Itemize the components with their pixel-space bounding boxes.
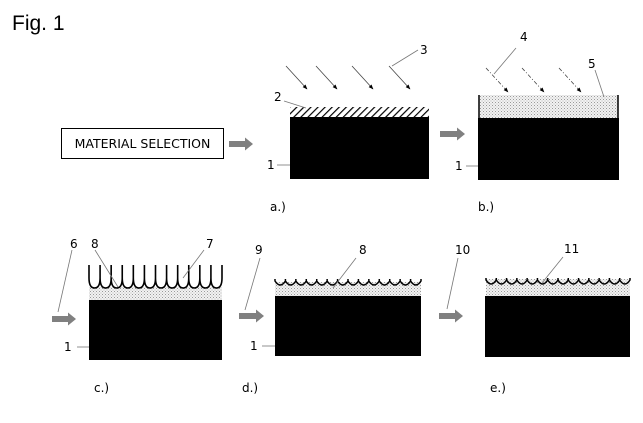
substrate bbox=[290, 117, 429, 179]
process-arrow-e bbox=[439, 309, 463, 323]
radiation-arrows-dashed bbox=[485, 67, 582, 93]
label-1: 1 bbox=[64, 340, 72, 354]
label-8: 8 bbox=[91, 237, 99, 251]
figure-title: Fig. 1 bbox=[12, 12, 65, 35]
panel-e: 10 11 e.) bbox=[446, 242, 631, 395]
panel-c: 6 8 7 1 c.) bbox=[57, 237, 223, 395]
substrate bbox=[89, 300, 222, 360]
process-arrow-c bbox=[52, 312, 76, 326]
label-6: 6 bbox=[70, 237, 78, 251]
panel-d: 9 8 1 d.) bbox=[242, 243, 422, 395]
spike-outline bbox=[88, 265, 223, 289]
material-selection-box: MATERIAL SELECTION bbox=[61, 128, 224, 159]
substrate bbox=[275, 296, 421, 356]
panel-a: 3 2 1 a.) bbox=[267, 43, 429, 214]
caption-e: e.) bbox=[490, 381, 506, 395]
modified-layer bbox=[479, 95, 618, 118]
label-5: 5 bbox=[588, 57, 596, 71]
substrate bbox=[478, 118, 619, 180]
coating-layer bbox=[290, 107, 429, 117]
label-1: 1 bbox=[250, 339, 258, 353]
process-arrow-start bbox=[229, 137, 253, 151]
panel-b: 4 5 1 b.) bbox=[455, 30, 619, 214]
process-arrow-a-to-b bbox=[440, 127, 465, 141]
label-3: 3 bbox=[420, 43, 428, 57]
label-11: 11 bbox=[564, 242, 579, 256]
filled-cavity-outline bbox=[485, 278, 631, 285]
label-1: 1 bbox=[455, 159, 463, 173]
caption-a: a.) bbox=[270, 200, 286, 214]
filled-cavity-structures bbox=[485, 278, 631, 285]
caption-d: d.) bbox=[242, 381, 258, 395]
dotted-layer bbox=[89, 287, 222, 300]
label-2: 2 bbox=[274, 90, 282, 104]
process-arrow-d bbox=[239, 309, 264, 323]
label-7: 7 bbox=[206, 237, 214, 251]
cavity-structures bbox=[274, 279, 422, 286]
dotted-layer bbox=[275, 282, 421, 296]
label-1: 1 bbox=[267, 158, 275, 172]
radiation-arrows bbox=[285, 65, 411, 90]
material-selection-label: MATERIAL SELECTION bbox=[75, 136, 211, 151]
label-8: 8 bbox=[359, 243, 367, 257]
caption-c: c.) bbox=[94, 381, 109, 395]
cavity-outline bbox=[274, 279, 422, 286]
substrate bbox=[485, 296, 630, 357]
spike-structures bbox=[88, 265, 223, 289]
label-9: 9 bbox=[255, 243, 263, 257]
caption-b: b.) bbox=[478, 200, 494, 214]
label-4: 4 bbox=[520, 30, 528, 44]
label-10: 10 bbox=[455, 243, 470, 257]
